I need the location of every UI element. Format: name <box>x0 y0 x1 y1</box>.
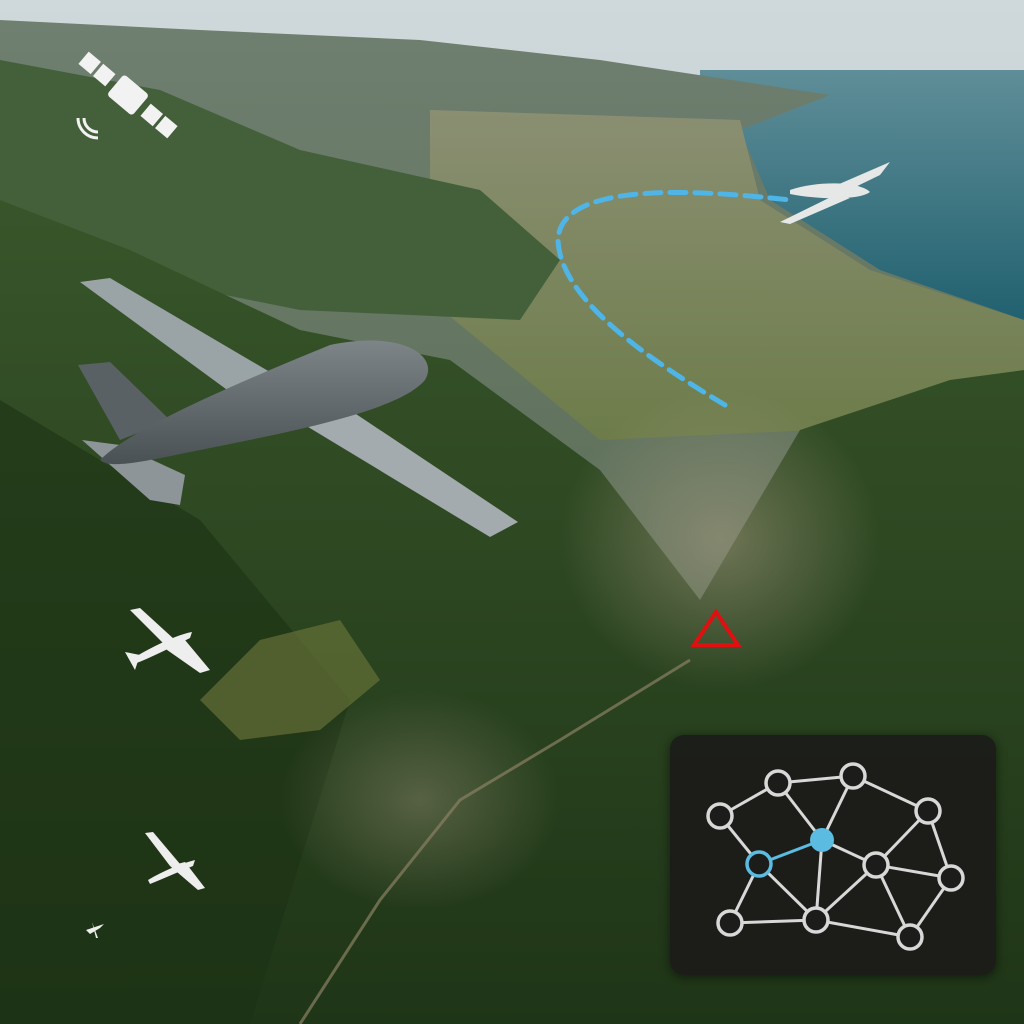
tiny-drone <box>86 922 104 938</box>
network-node <box>896 923 924 951</box>
coastal-plain <box>430 110 1024 440</box>
flight-path <box>555 189 793 408</box>
network-edge <box>815 918 911 939</box>
network-node <box>716 909 744 937</box>
large-drone <box>78 278 518 537</box>
satellite-icon <box>76 51 178 140</box>
network-node <box>914 797 942 825</box>
network-node <box>802 906 830 934</box>
network-node <box>839 762 867 790</box>
network-node <box>937 864 965 892</box>
network-node-linked <box>745 850 773 878</box>
mesh-network-icon <box>706 762 965 951</box>
network-node <box>764 769 792 797</box>
network-edge <box>729 918 817 925</box>
small-drone-1 <box>125 608 210 673</box>
dust-cloud <box>560 390 880 690</box>
network-edge <box>852 774 929 813</box>
target-triangle-icon <box>690 608 742 647</box>
network-node <box>862 851 890 879</box>
network-node <box>706 802 734 830</box>
distant-drone <box>780 162 890 224</box>
mesh-network-panel <box>670 735 996 975</box>
dirt-road <box>298 658 691 1024</box>
network-node-active <box>810 828 834 852</box>
small-drone-2 <box>145 832 205 890</box>
